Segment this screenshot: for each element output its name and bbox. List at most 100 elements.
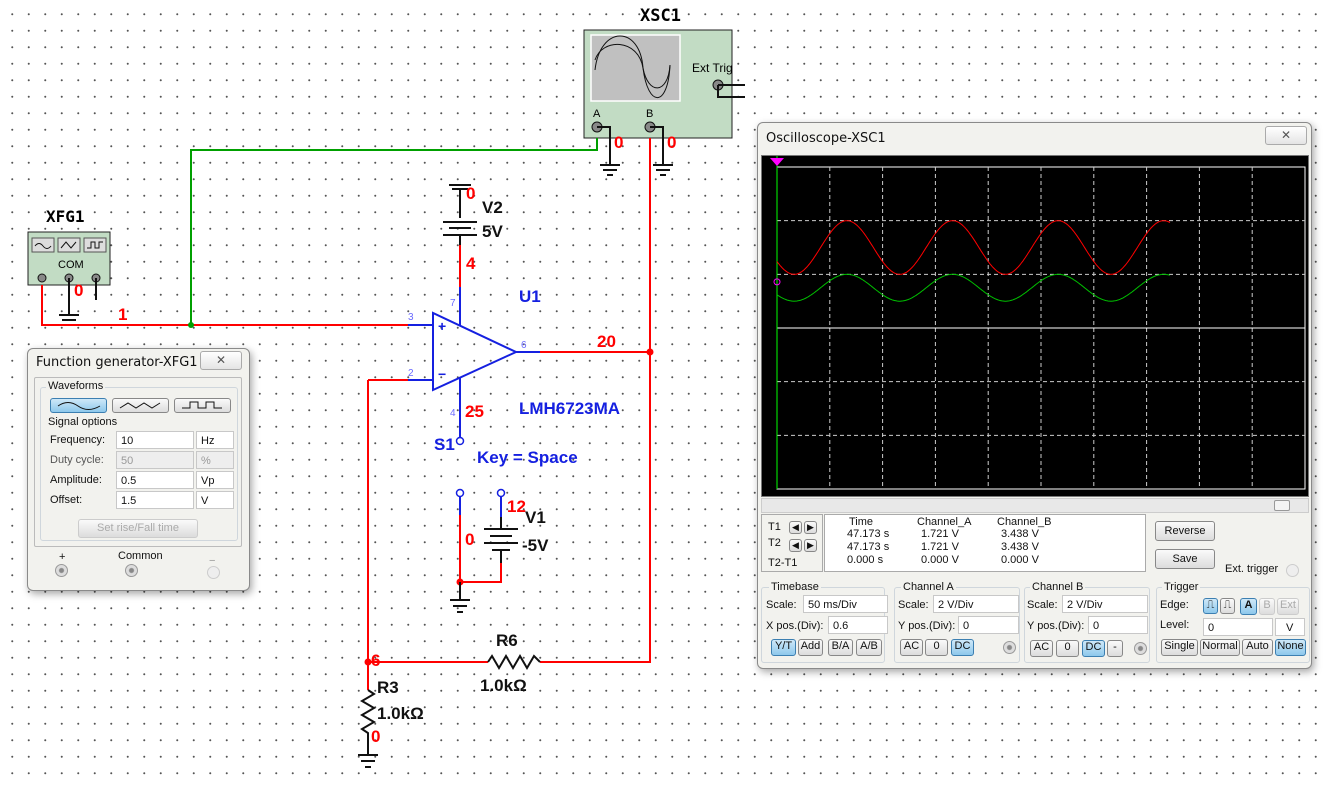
function-generator-xfg1-symbol[interactable] (27, 231, 111, 326)
horizontal-scrollbar[interactable] (761, 498, 1309, 513)
channel-a-zero-button[interactable]: 0 (925, 639, 948, 656)
xsc1-ext-trig-label: Ext Trig (692, 61, 733, 75)
channel-a-ac-button[interactable]: AC (900, 639, 923, 656)
r6-ref: R6 (496, 631, 518, 650)
xfg1-title: XFG1 (46, 207, 85, 226)
net-label-6: 6 (371, 651, 381, 670)
switch-s1-symbol[interactable] (455, 436, 465, 516)
ext-trigger-terminal[interactable] (1286, 564, 1299, 577)
set-rise-fall-time-button[interactable]: Set rise/Fall time (78, 519, 198, 538)
readout-cell: 0.000 V (1001, 554, 1039, 566)
scope-screen[interactable] (761, 155, 1309, 497)
trigger-level-field[interactable]: 0 (1203, 618, 1273, 636)
plus-terminal-label: + (59, 551, 66, 563)
fg-row-value[interactable]: 0.5 (116, 471, 194, 489)
normal-mode-button[interactable]: Normal (1200, 639, 1240, 656)
readout-cell: 0.000 s (847, 554, 884, 566)
u1-pin-7: 7 (450, 298, 456, 309)
triangle-wave-button[interactable] (112, 398, 169, 413)
t2-left-button[interactable]: ◀ (789, 539, 802, 552)
minus-terminal[interactable] (207, 566, 220, 579)
t2-right-button[interactable]: ▶ (804, 539, 817, 552)
fg-row-label: Duty cycle: (50, 454, 104, 466)
fg-row-value[interactable]: 1.5 (116, 491, 194, 509)
square-icon (181, 401, 222, 409)
net-label-b: 0 (667, 133, 677, 152)
fg-row-value[interactable]: 50 (116, 451, 194, 469)
channel-b-ypos-label: Y pos.(Div): (1027, 620, 1085, 632)
auto-mode-button[interactable]: Auto (1242, 639, 1273, 656)
close-button[interactable]: ✕ (1265, 126, 1307, 145)
function-generator-window[interactable]: Function generator-XFG1 ✕ Waveforms Sign… (27, 348, 250, 591)
trigger-source-ext-button[interactable]: Ext (1277, 598, 1299, 615)
reverse-button[interactable]: Reverse (1155, 521, 1215, 541)
x-pos-field[interactable]: 0.6 (828, 616, 888, 634)
add-mode-button[interactable]: Add (798, 639, 823, 656)
t1-left-button[interactable]: ◀ (789, 521, 802, 534)
channel-b-terminal[interactable] (1134, 642, 1147, 655)
window-title: Function generator-XFG1 (36, 355, 198, 370)
battery-v2-symbol[interactable] (443, 184, 477, 245)
net-label-xfg-0: 0 (74, 281, 84, 300)
readout-header: Channel_A (917, 516, 972, 528)
t1-right-button[interactable]: ▶ (804, 521, 817, 534)
trigger-level-unit[interactable]: V (1275, 618, 1305, 636)
channel-a-ypos-field[interactable]: 0 (958, 616, 1019, 634)
fg-row-value[interactable]: 10 (116, 431, 194, 449)
oscilloscope-window[interactable]: Oscilloscope-XSC1 ✕ T1 T2 T2-T1 ◀ ▶ ◀ ▶ … (757, 122, 1312, 669)
a-over-b-mode-button[interactable]: A/B (856, 639, 882, 656)
readout-cell: 47.173 s (847, 541, 890, 553)
none-mode-button[interactable]: None (1275, 639, 1306, 656)
xsc1-title: XSC1 (640, 6, 681, 26)
save-button[interactable]: Save (1155, 549, 1215, 569)
channel-a-dc-button[interactable]: DC (951, 639, 974, 656)
opamp-u1-symbol[interactable] (408, 287, 540, 438)
x-pos-label: X pos.(Div): (766, 620, 824, 632)
plus-terminal[interactable] (55, 564, 68, 577)
net-label-20: 20 (597, 332, 616, 351)
close-button[interactable]: ✕ (200, 351, 242, 370)
sine-wave-button[interactable] (50, 398, 107, 413)
channel-b-ypos-field[interactable]: 0 (1088, 616, 1148, 634)
u1-minus: − (438, 366, 447, 382)
fg-row-unit[interactable]: Hz (196, 431, 234, 449)
channel-b-zero-button[interactable]: 0 (1056, 640, 1079, 657)
channel-a-terminal[interactable] (1003, 641, 1016, 654)
trigger-source-a-button[interactable]: A (1240, 598, 1257, 615)
single-mode-button[interactable]: Single (1161, 639, 1198, 656)
falling-edge-button[interactable]: ⎍ (1220, 598, 1235, 614)
xfg1-com-label: COM (58, 259, 84, 271)
oscilloscope-xsc1-symbol[interactable] (583, 29, 745, 176)
resistor-r6-symbol[interactable] (487, 654, 541, 670)
edge-label: Edge: (1160, 599, 1189, 611)
fg-row-unit[interactable]: % (196, 451, 234, 469)
battery-v1-symbol[interactable] (484, 488, 518, 564)
channel-b-invert-button[interactable]: - (1107, 640, 1123, 657)
common-terminal[interactable] (125, 564, 138, 577)
channel-b-ac-button[interactable]: AC (1030, 640, 1053, 657)
u1-plus: + (438, 318, 447, 334)
scrollbar-thumb[interactable] (1274, 500, 1290, 511)
readout-cell: 1.721 V (921, 528, 959, 540)
readout-header: Time (849, 516, 874, 528)
channel-b-dc-button[interactable]: DC (1082, 640, 1105, 657)
readout-cell: 0.000 V (921, 554, 959, 566)
trigger-source-b-button[interactable]: B (1259, 598, 1275, 615)
trigger-level-marker (773, 278, 781, 286)
fg-row-unit[interactable]: Vp (196, 471, 234, 489)
yt-mode-button[interactable]: Y/T (771, 639, 796, 656)
rising-edge-button[interactable]: ⎍ (1203, 598, 1218, 614)
channel-b-scale-label: Scale: (1027, 599, 1058, 611)
cursor-t1-marker (770, 158, 784, 166)
fg-row-unit[interactable]: V (196, 491, 234, 509)
channel-a-scale-field[interactable]: 2 V/Div (933, 595, 1019, 613)
channel-b-label: Channel B (1030, 581, 1086, 593)
square-wave-button[interactable] (174, 398, 231, 413)
timebase-scale-field[interactable]: 50 ms/Div (803, 595, 888, 613)
fg-row-label: Amplitude: (50, 474, 102, 486)
b-over-a-mode-button[interactable]: B/A (828, 639, 853, 656)
resistor-r3-symbol[interactable] (360, 689, 376, 755)
channel-b-scale-field[interactable]: 2 V/Div (1062, 595, 1148, 613)
net-label-4: 4 (466, 254, 476, 273)
